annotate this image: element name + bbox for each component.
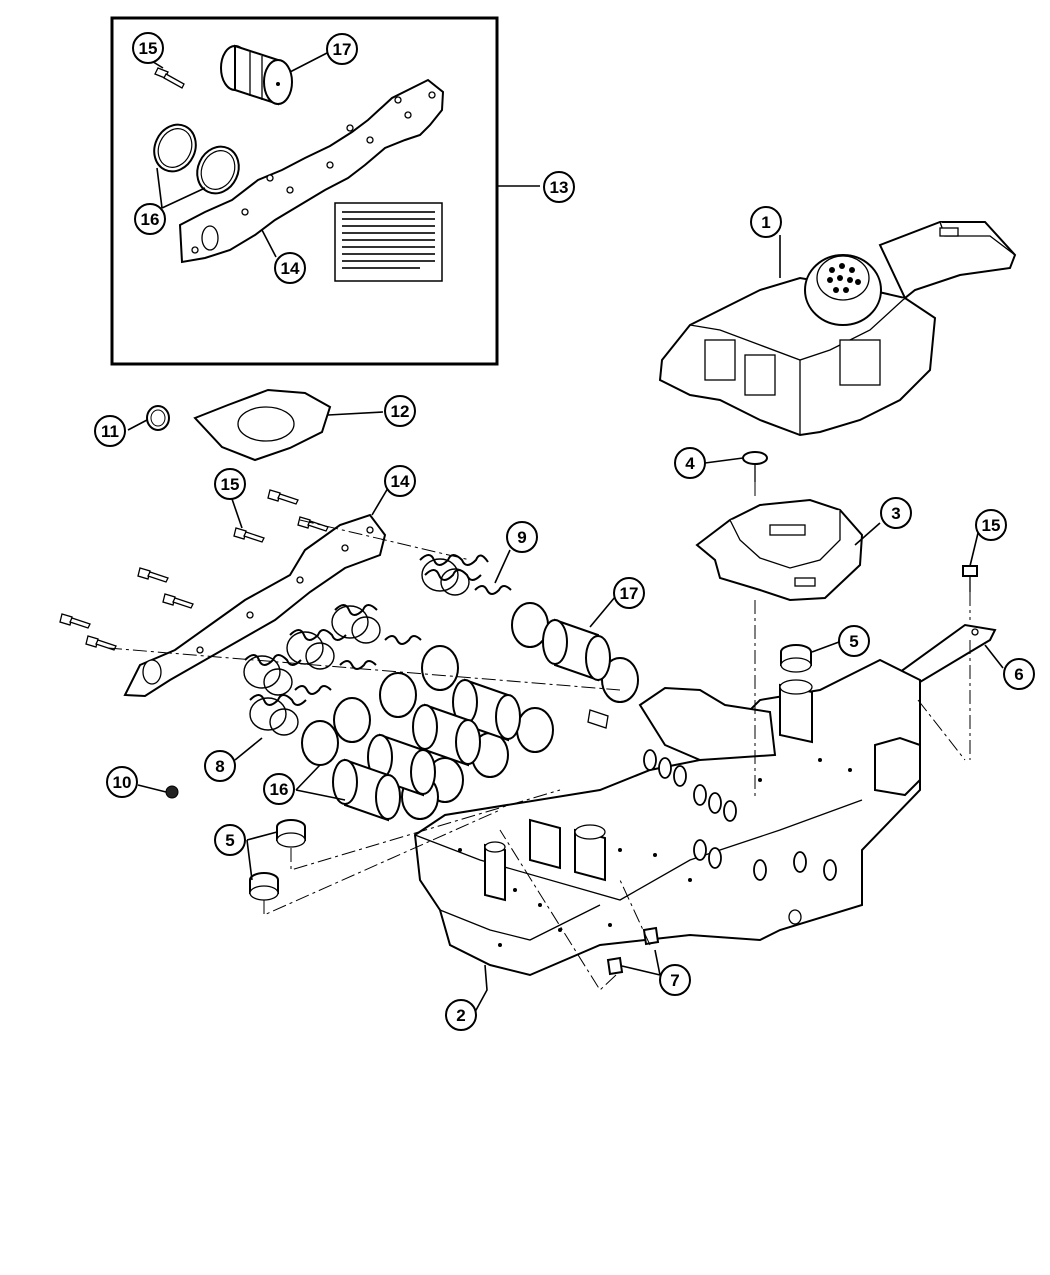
inset-cylinder xyxy=(220,44,293,106)
callout-15-gasket: 15 xyxy=(214,468,246,500)
svg-text:7: 7 xyxy=(670,971,679,990)
bolt-15-right xyxy=(962,565,978,592)
plug-5-left-b xyxy=(249,872,279,901)
callout-5-top: 5 xyxy=(838,625,870,657)
kit-inset-box xyxy=(110,16,499,366)
callout-16-inset: 16 xyxy=(134,203,166,235)
callout-14-inset: 14 xyxy=(274,252,306,284)
svg-text:1: 1 xyxy=(761,213,770,232)
svg-text:14: 14 xyxy=(391,472,410,491)
svg-text:3: 3 xyxy=(891,504,900,523)
callout-3: 3 xyxy=(880,497,912,529)
seal-11 xyxy=(146,405,170,431)
callout-15-right: 15 xyxy=(975,509,1007,541)
callout-8: 8 xyxy=(204,750,236,782)
callout-16-main: 16 xyxy=(263,773,295,805)
gasket-12 xyxy=(193,388,332,462)
svg-text:17: 17 xyxy=(620,584,639,603)
callouts: 1 2 3 4 5 5 6 7 8 9 10 11 12 13 14 14 15… xyxy=(94,32,1035,1031)
callout-17-inset: 17 xyxy=(326,33,358,65)
svg-text:15: 15 xyxy=(982,516,1001,535)
callout-7: 7 xyxy=(659,964,691,996)
svg-text:9: 9 xyxy=(517,528,526,547)
callout-12: 12 xyxy=(384,395,416,427)
callout-2: 2 xyxy=(445,999,477,1031)
svg-text:15: 15 xyxy=(221,475,240,494)
svg-text:17: 17 xyxy=(333,40,352,59)
svg-text:13: 13 xyxy=(550,178,569,197)
springs-and-valves xyxy=(243,554,639,822)
callout-9: 9 xyxy=(506,521,538,553)
svg-text:5: 5 xyxy=(849,632,858,651)
callout-4: 4 xyxy=(674,447,706,479)
svg-text:10: 10 xyxy=(113,773,132,792)
callout-13: 13 xyxy=(543,171,575,203)
callout-6: 6 xyxy=(1003,658,1035,690)
callout-10: 10 xyxy=(106,766,138,798)
callout-15-inset: 15 xyxy=(132,32,164,64)
gasket-bolts-15 xyxy=(59,489,329,651)
screw-4 xyxy=(742,451,768,482)
svg-text:12: 12 xyxy=(391,402,410,421)
callout-14-gasket: 14 xyxy=(384,465,416,497)
svg-text:15: 15 xyxy=(139,39,158,58)
svg-text:16: 16 xyxy=(141,210,160,229)
plug-5-top xyxy=(780,644,812,673)
valve-cylinders xyxy=(332,618,611,822)
svg-text:6: 6 xyxy=(1014,665,1023,684)
svg-text:8: 8 xyxy=(215,757,224,776)
callout-1: 1 xyxy=(750,206,782,238)
inset-bolt xyxy=(154,67,185,89)
plug-5-left-a xyxy=(276,819,306,848)
inset-o-rings xyxy=(153,123,240,195)
plate-3 xyxy=(695,498,864,602)
svg-text:16: 16 xyxy=(270,780,289,799)
callout-5-left: 5 xyxy=(214,824,246,856)
callout-17-main: 17 xyxy=(613,577,645,609)
inset-instruction-sheet xyxy=(334,202,443,282)
solenoid-assembly xyxy=(658,221,1017,437)
svg-text:11: 11 xyxy=(101,422,119,441)
check-ball-10 xyxy=(165,785,179,799)
svg-text:4: 4 xyxy=(685,454,695,473)
callout-11: 11 xyxy=(94,415,126,447)
svg-text:5: 5 xyxy=(225,831,234,850)
alignment-lines xyxy=(107,482,971,991)
inset-gasket xyxy=(178,78,445,264)
gasket-14 xyxy=(123,513,387,698)
svg-text:14: 14 xyxy=(281,259,300,278)
svg-text:2: 2 xyxy=(456,1006,465,1025)
